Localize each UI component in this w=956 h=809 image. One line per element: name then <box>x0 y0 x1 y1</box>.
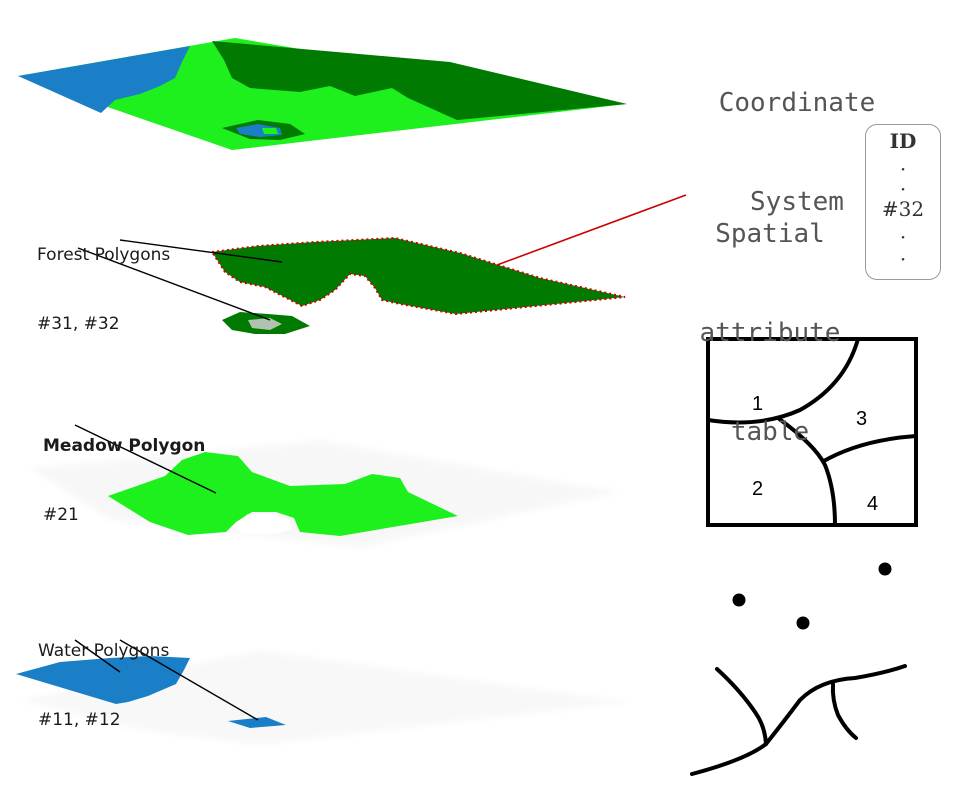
id-table-dot: · <box>899 225 907 249</box>
meadow-polygon-21 <box>108 452 458 536</box>
id-table-dot: · <box>899 177 907 201</box>
meadow-polygon-hole <box>232 514 292 534</box>
polygon-label-4: 4 <box>867 493 879 515</box>
point-feature <box>796 616 810 630</box>
composite-forest-area <box>212 41 627 120</box>
point-features-icon <box>732 562 892 630</box>
forest-leader-31 <box>77 247 271 321</box>
meadow-layer-title: Meadow Polygon <box>43 436 206 456</box>
composite-water-area <box>18 46 190 113</box>
composite-meadow-notch <box>262 128 278 134</box>
forest-layer-title: Forest Polygons <box>37 245 171 265</box>
id-table-value: #32 <box>881 197 925 221</box>
id-table-dot: · <box>899 247 907 271</box>
id-table-dot: · <box>899 157 907 181</box>
water-polygon-11 <box>16 656 190 704</box>
spatial-attribute-title: Spatial attribute table <box>690 152 850 515</box>
spatial-attribute-line2: attribute <box>699 318 841 348</box>
point-feature <box>732 593 746 607</box>
water-layer-ids: #11, #12 <box>38 710 121 730</box>
line-network-icon <box>690 664 907 776</box>
water-layer <box>16 639 630 745</box>
water-layer-label: Water Polygons #11, #12 <box>38 594 169 778</box>
meadow-layer <box>30 424 620 548</box>
meadow-layer-ids: #21 <box>43 505 79 525</box>
polygon-map-icon <box>706 337 918 527</box>
spatial-attribute-line1: Spatial <box>715 219 825 249</box>
spatial-attribute-pointer <box>496 194 687 266</box>
water-polygon-12 <box>228 717 286 728</box>
forest-polygon-32 <box>212 238 625 314</box>
coordinate-system-title: Coordinate System <box>705 21 889 285</box>
spatial-attribute-line3: table <box>730 417 810 447</box>
water-leader-11 <box>74 639 121 673</box>
coordinate-system-line1: Coordinate <box>718 88 876 118</box>
id-table-header: ID <box>889 129 917 153</box>
forest-layer-label: Forest Polygons #31, #32 <box>37 198 170 382</box>
meadow-leader-21 <box>74 424 217 494</box>
forest-leader-32 <box>119 239 283 263</box>
forest-layer <box>77 194 687 334</box>
forest-layer-ids: #31, #32 <box>37 314 120 334</box>
forest-polygon-31-hole <box>248 318 282 330</box>
polygon-label-3: 3 <box>856 408 868 430</box>
id-attribute-table: ID · · #32 · · <box>865 124 941 280</box>
water-layer-title: Water Polygons <box>38 641 170 661</box>
polygon-label-1: 1 <box>752 393 764 415</box>
water-leader-12 <box>119 639 259 721</box>
polygon-label-2: 2 <box>752 478 764 500</box>
composite-layer <box>18 38 627 150</box>
meadow-layer-label: Meadow Polygon #21 <box>43 389 205 573</box>
point-feature <box>878 562 892 576</box>
coordinate-system-line2: System <box>750 187 844 217</box>
